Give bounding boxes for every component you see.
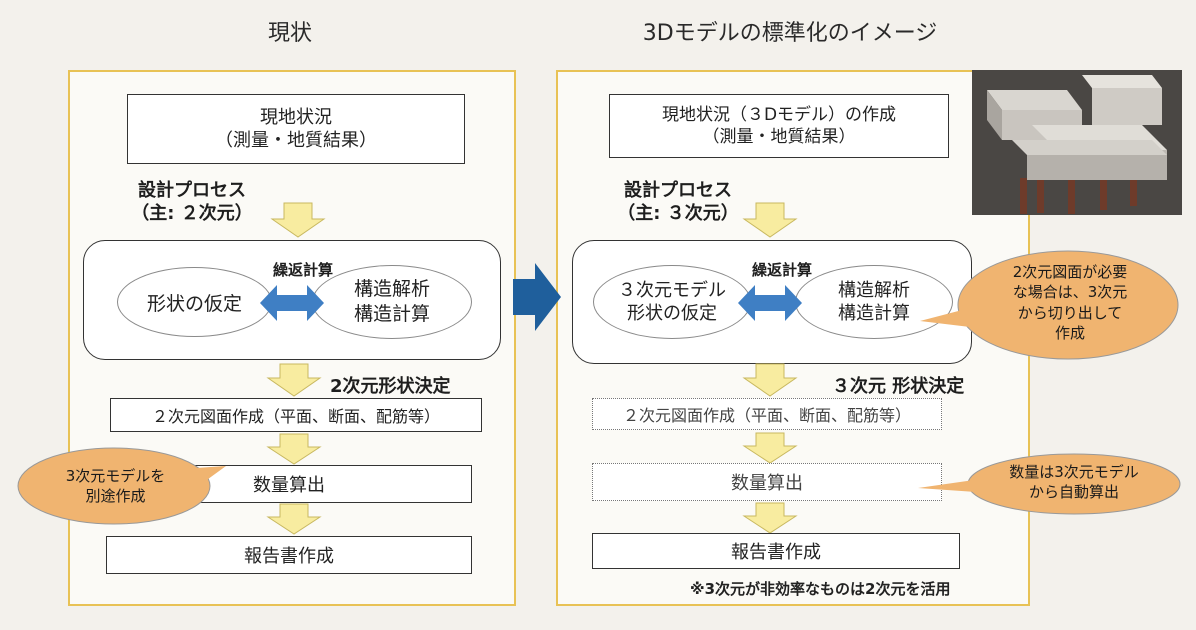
left-site-conditions-box: 現地状況 （測量・地質結果） — [127, 94, 465, 164]
left-down-arrow-4 — [266, 503, 322, 535]
right-down-arrow-2 — [742, 363, 798, 397]
right-footnote: ※3次元が非効率なものは2次元を活用 — [690, 580, 951, 598]
right-down-arrow-1 — [742, 202, 798, 238]
right-iteration-label: 繰返計算 — [751, 261, 812, 279]
left-down-arrow-3 — [266, 433, 322, 465]
right-callout-drawing-text: 2次元図面が必要 な場合は、3次元 から切り出して 作成 — [1012, 263, 1128, 342]
right-report-box: 報告書作成 — [592, 533, 960, 569]
right-quantity-box: 数量算出 — [592, 463, 942, 501]
left-title: 現状 — [267, 21, 312, 46]
left-drawing-box: ２次元図面作成（平面、断面、配筋等） — [110, 398, 482, 432]
left-double-arrow — [260, 285, 324, 321]
right-design-process-label: 設計プロセス （主: ３次元） — [617, 180, 739, 224]
transition-arrow — [513, 263, 561, 331]
right-site-conditions-box: 現地状況（３Dモデル）の作成 （測量・地質結果） — [609, 94, 949, 158]
left-structural-analysis: 構造解析 構造計算 — [312, 265, 472, 339]
right-callout-drawing-bubble — [920, 250, 1179, 360]
right-3d-shape-decision: ３次元 形状決定 — [832, 376, 965, 397]
right-down-arrow-4 — [742, 502, 798, 534]
left-report-box: 報告書作成 — [106, 536, 472, 574]
right-callout-quantity-text: 数量は3次元モデル から自動算出 — [1009, 463, 1139, 502]
left-down-arrow-1 — [270, 202, 326, 238]
left-shape-assumption: 形状の仮定 — [117, 267, 272, 337]
left-iteration-label: 繰返計算 — [272, 261, 333, 279]
right-3d-shape-assumption: ３次元モデル 形状の仮定 — [593, 265, 751, 339]
right-drawing-box: ２次元図面作成（平面、断面、配筋等） — [592, 398, 942, 430]
right-callout-quantity-bubble — [918, 453, 1181, 515]
left-2d-shape-decision: 2次元形状決定 — [330, 376, 451, 397]
3d-model-image — [972, 70, 1182, 215]
right-down-arrow-3 — [742, 432, 798, 464]
right-double-arrow — [738, 285, 802, 321]
left-down-arrow-2 — [266, 363, 322, 397]
left-callout-bubble — [17, 447, 226, 525]
right-title: 3Dモデルの標準化のイメージ — [642, 21, 938, 46]
left-callout-text: 3次元モデルを 別途作成 — [65, 467, 166, 506]
left-design-process-label: 設計プロセス （主: ２次元） — [131, 180, 253, 224]
